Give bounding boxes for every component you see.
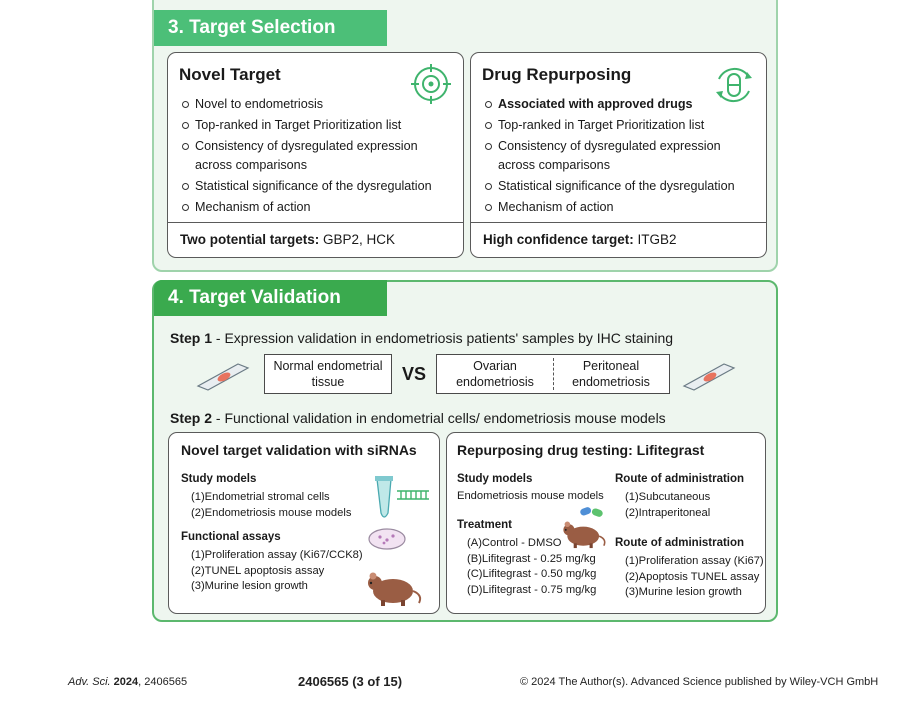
result-value: ITGB2 — [637, 232, 677, 247]
list-item: (1)Endometrial stromal cells — [191, 491, 330, 503]
list-item: (2)Apoptosis TUNEL assay — [625, 570, 760, 583]
list-item: (2)TUNEL apoptosis assay — [191, 564, 325, 577]
assay-list: (1)Proliferation assay (Ki67) (2)Apoptos… — [625, 554, 764, 601]
peritoneal-label: Peritoneal endometriosis — [572, 359, 650, 389]
vs-label: VS — [402, 364, 427, 384]
step-label: Step 1 — [170, 330, 213, 346]
subheading: Study models — [457, 473, 533, 485]
list-item: (1)Proliferation assay (Ki67) — [625, 555, 764, 567]
list-item: Mechanism of action — [181, 198, 456, 217]
list-item: (B)Lifitegrast - 0.25 mg/kg — [467, 552, 596, 565]
section-title: 4. Target Validation — [154, 280, 387, 316]
mouse-icon — [561, 517, 607, 554]
year: 2024 — [113, 676, 139, 688]
citation: Adv. Sci. 2024, 2406565 — [68, 676, 187, 688]
result-label: Two potential targets: — [180, 232, 320, 247]
normal-tissue-box: Normal endometrial tissue — [264, 354, 392, 394]
list-item: Endometriosis mouse models — [457, 490, 604, 502]
step1-line: Step 1 - Expression validation in endome… — [170, 330, 673, 346]
list-item: (C)Lifitegrast - 0.50 mg/kg — [467, 568, 597, 580]
pills-icon — [579, 505, 605, 524]
list-item: (2)Endometriosis mouse models — [191, 506, 352, 519]
target-validation-panel: 4. Target Validation Step 1 - Expression… — [152, 280, 778, 622]
subheading: Route of administration — [615, 473, 745, 485]
models-list: (1)Endometrial stromal cells (2)Endometr… — [191, 490, 351, 521]
copyright: © 2024 The Author(s). Advanced Science p… — [520, 676, 879, 688]
card-title: Novel target validation with siRNAs — [181, 442, 417, 458]
repurposing-criteria-list: Associated with approved drugs Top-ranke… — [484, 95, 759, 219]
journal-name: Adv. Sci. — [68, 676, 111, 688]
step2-line: Step 2 - Functional validation in endome… — [170, 410, 666, 426]
page-number: 2406565 (3 of 15) — [298, 674, 403, 689]
step-text: - Expression validation in endometriosis… — [212, 330, 674, 346]
list-item: Consistency of dysregulated expression a… — [484, 137, 759, 174]
slide-icon — [194, 360, 250, 397]
article-number: , 2406565 — [138, 676, 188, 688]
subheading: Study models — [181, 473, 257, 485]
step-text: - Functional validation in endometrial c… — [212, 410, 666, 426]
list-item: (1)Proliferation assay (Ki67/CCK8) — [191, 549, 363, 561]
result-value: GBP2, HCK — [323, 232, 396, 247]
sirna-card: Novel target validation with siRNAs Stud… — [168, 432, 440, 614]
target-selection-panel: 3. Target Selection Novel Target Novel t… — [152, 0, 778, 272]
step-label: Step 2 — [170, 410, 213, 426]
slide-icon — [680, 360, 736, 397]
subheading: Route of administration — [615, 537, 745, 549]
target-icon — [410, 63, 452, 110]
list-item: Associated with approved drugs — [484, 95, 759, 114]
subheading: Treatment — [457, 519, 512, 531]
list-item: (D)Lifitegrast - 0.75 mg/kg — [467, 583, 597, 596]
list-item: (3)Murine lesion growth — [191, 580, 308, 592]
recycle-pill-icon — [711, 63, 757, 112]
list-item: Statistical significance of the dysregul… — [181, 177, 456, 196]
dashed-divider — [553, 358, 554, 390]
list-item: Mechanism of action — [484, 198, 759, 217]
repurposing-result: High confidence target: ITGB2 — [471, 222, 766, 257]
tube-icon — [373, 475, 433, 528]
petri-dish-icon — [367, 525, 407, 558]
card-title: Repurposing drug testing: Lifitegrast — [457, 442, 705, 458]
card-title: Drug Repurposing — [482, 65, 632, 84]
route-list: (1)Subcutaneous (2)Intraperitoneal — [625, 490, 710, 521]
models-list: Endometriosis mouse models — [457, 489, 604, 505]
list-item: Consistency of dysregulated expression a… — [181, 137, 456, 174]
list-item: (1)Subcutaneous — [625, 491, 711, 503]
list-item: (3)Murine lesion growth — [625, 586, 742, 598]
ovarian-label: Ovarian endometriosis — [456, 359, 534, 389]
endometriosis-box: Ovarian endometriosis Peritoneal endomet… — [436, 354, 670, 394]
novel-target-card: Novel Target Novel to endometriosis Top-… — [167, 52, 464, 258]
subheading: Functional assays — [181, 531, 281, 543]
list-item: (2)Intraperitoneal — [625, 506, 711, 519]
assays-list: (1)Proliferation assay (Ki67/CCK8) (2)TU… — [191, 548, 363, 595]
novel-criteria-list: Novel to endometriosis Top-ranked in Tar… — [181, 95, 456, 219]
novel-target-result: Two potential targets: GBP2, HCK — [168, 222, 463, 257]
treatment-list: (A)Control - DMSO (B)Lifitegrast - 0.25 … — [467, 536, 596, 598]
result-label: High confidence target: — [483, 232, 634, 247]
list-item: Top-ranked in Target Prioritization list — [181, 116, 456, 135]
section-title: 3. Target Selection — [154, 10, 387, 46]
list-item: Statistical significance of the dysregul… — [484, 177, 759, 196]
drug-repurposing-card: Drug Repurposing Associated with approve… — [470, 52, 767, 258]
lifitegrast-card: Repurposing drug testing: Lifitegrast St… — [446, 432, 766, 614]
card-title: Novel Target — [179, 65, 281, 84]
list-item: (A)Control - DMSO — [467, 537, 562, 549]
mouse-icon — [365, 567, 423, 612]
list-item: Novel to endometriosis — [181, 95, 456, 114]
list-item: Top-ranked in Target Prioritization list — [484, 116, 759, 135]
